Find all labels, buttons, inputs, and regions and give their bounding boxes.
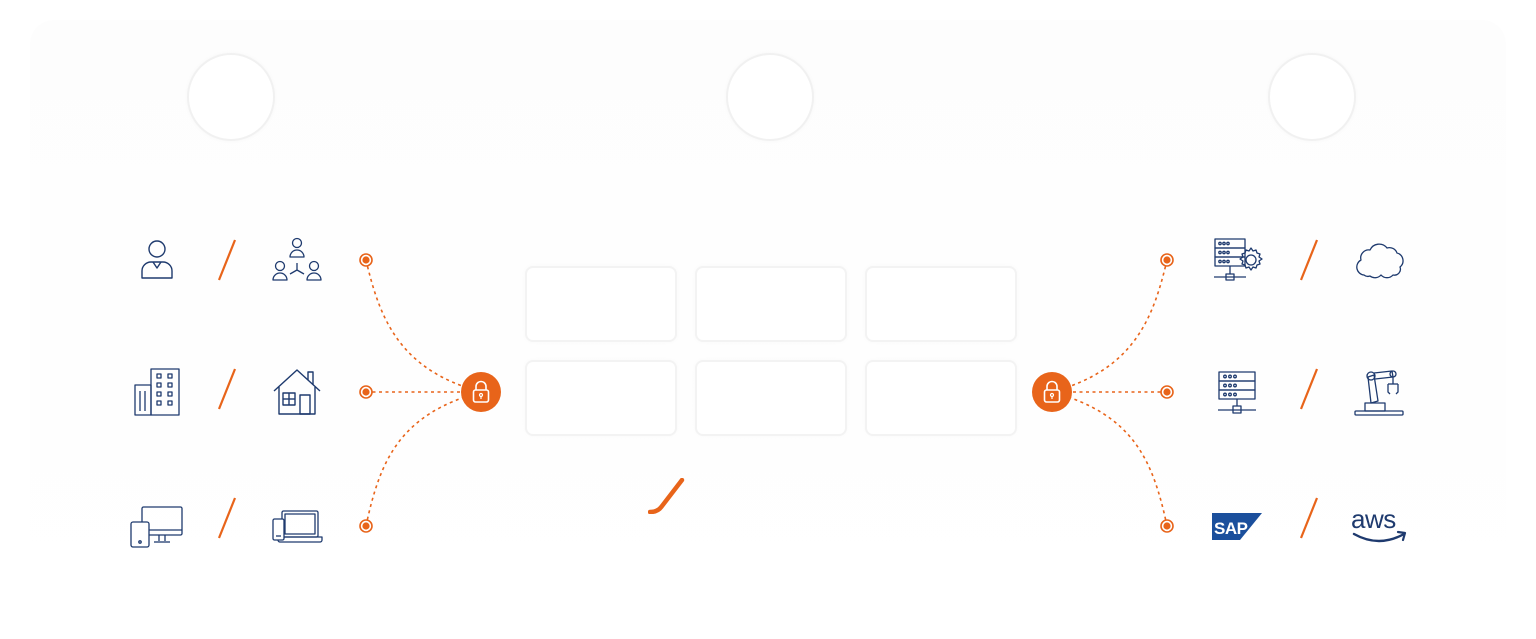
endpoint-dot (359, 519, 373, 533)
cloud-icon (1352, 233, 1406, 287)
endpoint-dot (1160, 253, 1174, 267)
house-icon (270, 365, 324, 419)
connector-right-bottom (1051, 391, 1168, 527)
desktop-tablet-icon (130, 500, 184, 554)
endpoint-dot (359, 385, 373, 399)
endpoint-dot (1160, 519, 1174, 533)
connector-left-bottom (365, 391, 482, 527)
user-group-icon (270, 233, 324, 287)
or-separator (217, 496, 237, 540)
center-tile (525, 266, 677, 342)
center-tile (865, 360, 1017, 436)
laptop-phone-icon (270, 500, 324, 554)
connector-left-top (365, 259, 482, 393)
or-separator (1299, 367, 1319, 411)
svg-text:SAP: SAP (1214, 519, 1248, 538)
connector-right-top (1051, 259, 1168, 393)
header-circle-right (1268, 53, 1356, 141)
svg-text:aws: aws (1351, 504, 1396, 534)
office-building-icon (130, 365, 184, 419)
sap-logo: SAP (1210, 500, 1264, 554)
server-rack-icon (1210, 365, 1264, 419)
header-circle-left (187, 53, 275, 141)
aws-logo: aws (1350, 498, 1407, 552)
center-tile (525, 360, 677, 436)
lock-icon (1043, 380, 1061, 403)
or-separator (217, 367, 237, 411)
or-separator (1299, 496, 1319, 540)
lock-hub-left (461, 372, 501, 412)
user-icon (130, 233, 184, 287)
lock-hub-right (1032, 372, 1072, 412)
center-tile (695, 266, 847, 342)
lock-icon (472, 380, 490, 403)
endpoint-dot (1160, 385, 1174, 399)
center-tile (865, 266, 1017, 342)
center-tile (695, 360, 847, 436)
header-circle-center (726, 53, 814, 141)
or-separator (1299, 238, 1319, 282)
or-separator (217, 238, 237, 282)
brand-slash (648, 478, 688, 514)
endpoint-dot (359, 253, 373, 267)
robotic-arm-icon (1352, 365, 1406, 419)
server-settings-icon (1210, 233, 1264, 287)
